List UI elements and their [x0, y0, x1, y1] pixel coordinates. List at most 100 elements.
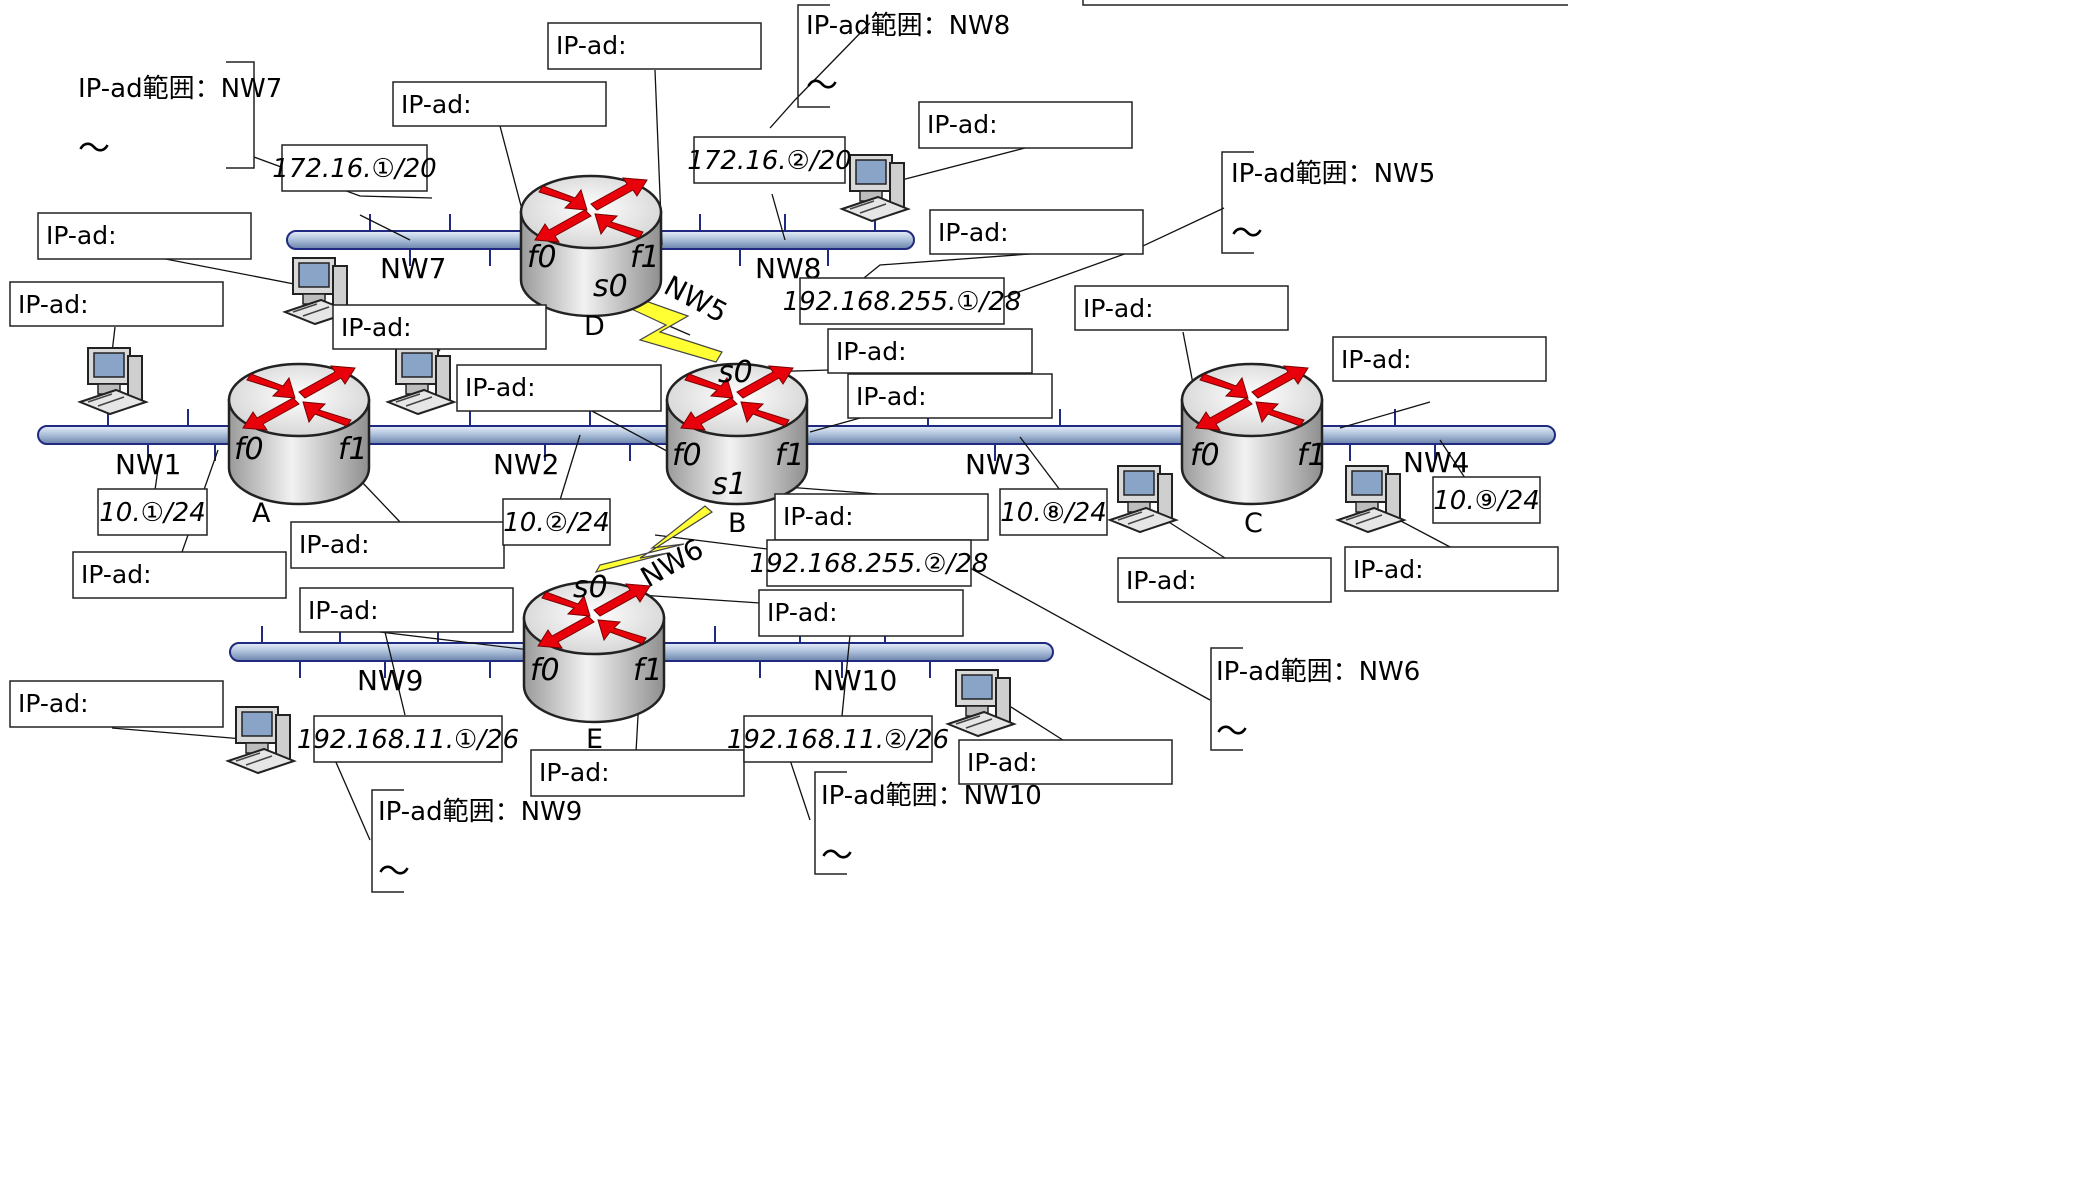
ip-box-pc-nw4: IP-ad: — [1344, 546, 1559, 592]
router-label-b: B — [728, 508, 747, 539]
ip-box-e-f1: IP-ad: — [530, 749, 745, 797]
router-b: Bf0 f1 s0 s1 — [665, 355, 809, 539]
svg-text:～: ～ — [821, 836, 853, 874]
pc-nw8-icon — [841, 154, 909, 222]
subnet-box-1: 172.16.①/20 — [272, 144, 437, 192]
pc-nw4-icon — [1337, 465, 1405, 533]
svg-text:IP-ad:: IP-ad: — [556, 31, 627, 60]
serial-link-nw6 — [594, 505, 714, 573]
subnet-box-6: 10.⑧/24 — [999, 488, 1108, 536]
range-box-nw8: IP-ad範囲：NW8 ～ — [797, 4, 1010, 108]
ip-box-pc-nw10: IP-ad: — [958, 739, 1173, 785]
svg-text:172.16.②/20: 172.16.②/20 — [687, 146, 851, 176]
interface-label-e-if_a: f0 — [530, 653, 560, 688]
interface-label-e-if_top: s0 — [573, 570, 608, 605]
interface-label-c-if_b: f1 — [1297, 438, 1327, 473]
router-c: Cf0 f1 — [1180, 362, 1327, 539]
svg-text:172.16.①/20: 172.16.①/20 — [272, 154, 436, 184]
svg-text:IP-ad:: IP-ad: — [465, 373, 536, 402]
router-arrows-icon — [534, 177, 648, 243]
ip-box-b-f0: IP-ad: — [456, 364, 662, 412]
network-label-nw1: NW1 — [115, 448, 181, 481]
svg-text:IP-ad:: IP-ad: — [836, 337, 907, 366]
svg-text:IP-ad:: IP-ad: — [1126, 566, 1197, 595]
ip-box-pc-nw7: IP-ad: — [37, 212, 252, 260]
interface-label-b-if_top: s0 — [718, 355, 753, 390]
ip-box-pc-nw3: IP-ad: — [1117, 557, 1332, 603]
ip-box-a-f1: IP-ad: — [290, 521, 505, 569]
ip-box-e-s0: IP-ad: — [758, 589, 964, 637]
subnet-box-5: 10.②/24 — [502, 498, 611, 546]
router-a: Af0 f1 — [227, 362, 371, 529]
svg-text:IP-ad:: IP-ad: — [1083, 294, 1154, 323]
svg-text:10.⑨/24: 10.⑨/24 — [1433, 486, 1540, 516]
interface-label-c-if_a: f0 — [1190, 438, 1220, 473]
svg-text:IP-ad:: IP-ad: — [783, 502, 854, 531]
ip-box-c-f1: IP-ad: — [1332, 336, 1547, 382]
pc-nw10-icon — [947, 669, 1015, 737]
svg-text:IP-ad:: IP-ad: — [46, 221, 117, 250]
svg-text:10.②/24: 10.②/24 — [503, 508, 610, 538]
svg-text:IP-ad:: IP-ad: — [927, 110, 998, 139]
interface-label-d-if_b: f1 — [630, 240, 660, 275]
svg-text:～: ～ — [78, 129, 110, 167]
ip-box-b-f1: IP-ad: — [847, 373, 1053, 419]
interface-label-b-if_b: f1 — [775, 438, 805, 473]
svg-text:IP-ad:: IP-ad: — [308, 596, 379, 625]
router-label-a: A — [252, 498, 271, 529]
interface-label-b-if_bottom: s1 — [712, 467, 747, 502]
svg-text:～: ～ — [1231, 214, 1263, 252]
interface-label-e-if_b: f1 — [633, 653, 663, 688]
ip-box-e-f0: IP-ad: — [299, 587, 514, 633]
svg-text:IP-ad:: IP-ad: — [299, 530, 370, 559]
subnet-box-10: 192.168.11.②/26 — [727, 715, 949, 763]
range-box-nw9: IP-ad範囲：NW9 ～ — [371, 789, 582, 893]
network-label-nw6: NW6 — [635, 532, 709, 594]
svg-text:～: ～ — [1216, 712, 1248, 750]
svg-text:IP-ad範囲：NW9: IP-ad範囲：NW9 — [378, 797, 582, 827]
svg-text:IP-ad:: IP-ad: — [967, 748, 1038, 777]
svg-text:IP-ad:: IP-ad: — [856, 382, 927, 411]
subnet-box-7: 10.⑨/24 — [1432, 476, 1541, 524]
ip-box-b-s1: IP-ad: — [774, 493, 989, 541]
network-label-nw9: NW9 — [357, 664, 423, 697]
svg-text:IP-ad:: IP-ad: — [767, 598, 838, 627]
svg-text:10.⑧/24: 10.⑧/24 — [1000, 498, 1107, 528]
svg-text:IP-ad範囲：NW8: IP-ad範囲：NW8 — [806, 11, 1010, 41]
router-arrows-icon — [680, 365, 794, 431]
ip-box-d-f0: IP-ad: — [392, 81, 607, 127]
router-arrows-icon — [537, 583, 651, 649]
svg-text:IP-ad:: IP-ad: — [18, 689, 89, 718]
network-label-nw2: NW2 — [493, 448, 559, 481]
svg-text:～: ～ — [806, 66, 838, 104]
ip-box-c-f0: IP-ad: — [1074, 285, 1289, 331]
router-arrows-icon — [1195, 365, 1309, 431]
pc-nw2-icon — [387, 347, 455, 415]
range-box-nw5: IP-ad範囲：NW5～ — [1221, 151, 1435, 254]
network-label-nw10: NW10 — [813, 664, 897, 697]
subnet-box-3: 192.168.255.①/28 — [783, 277, 1021, 325]
router-arrows-icon — [242, 365, 356, 431]
interface-label-a-if_b: f1 — [338, 432, 368, 467]
svg-text:～: ～ — [378, 852, 410, 890]
pc-nw3-icon — [1109, 465, 1177, 533]
interface-label-b-if_a: f0 — [672, 438, 702, 473]
interface-label-a-if_a: f0 — [234, 432, 264, 467]
ip-box-d-s0: IP-ad: — [929, 209, 1144, 255]
range-box-nw7: IP-ad範囲：NW7～ — [78, 61, 282, 169]
svg-text:IP-ad:: IP-ad: — [18, 290, 89, 319]
ip-box-pc-nw8: IP-ad: — [918, 101, 1133, 149]
router-label-c: C — [1244, 508, 1263, 539]
subnet-box-8: 192.168.255.②/28 — [750, 539, 988, 587]
range-box-nw10: IP-ad範囲：NW10 ～ — [814, 771, 1042, 875]
router-label-e: E — [586, 724, 603, 755]
interface-label-d-if_bottom: s0 — [593, 269, 628, 304]
ip-box-pc-nw1: IP-ad: — [9, 281, 224, 327]
svg-text:192.168.11.①/26: 192.168.11.①/26 — [297, 725, 519, 755]
svg-text:IP-ad範囲：NW6: IP-ad範囲：NW6 — [1216, 657, 1420, 687]
subnet-box-4: 10.①/24 — [97, 488, 208, 536]
svg-text:IP-ad範囲：NW10: IP-ad範囲：NW10 — [821, 781, 1042, 811]
pc-nw1-icon — [79, 347, 147, 415]
ip-box-pc-nw2: IP-ad: — [332, 304, 547, 350]
